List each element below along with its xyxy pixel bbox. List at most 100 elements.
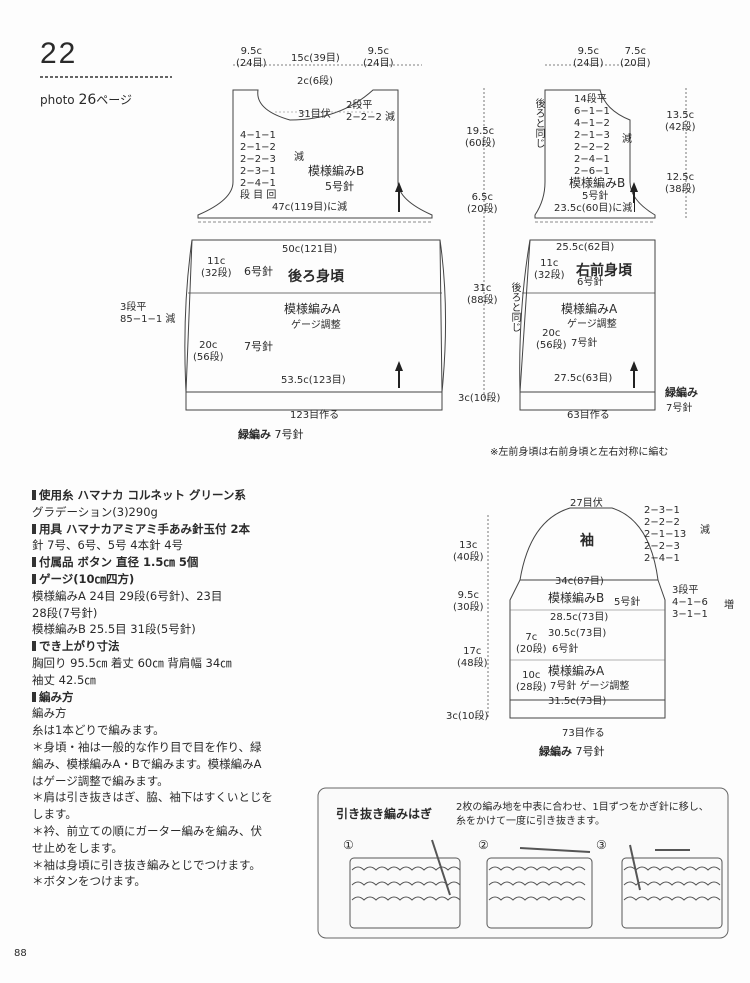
front-top-left: 9.5c (24目) xyxy=(573,46,604,70)
cap-row: 2−2−2 xyxy=(644,517,680,528)
back-neck-dec-line: 2−2−2 減 xyxy=(346,112,396,123)
front-body-bottom: 27.5c(63目) xyxy=(554,373,613,384)
back-ribbing: 緑編み 7号針 xyxy=(238,428,304,441)
dim-yoke-rows: (60段) xyxy=(465,138,496,149)
sleeve-cap-len-cm: 13c xyxy=(459,540,478,551)
front-right-top: 13.5c (42段) xyxy=(665,110,696,134)
back-lower-len: 20c (56段) xyxy=(193,340,224,364)
back-upper-len-cm: 11c xyxy=(207,256,226,267)
instruction-line: 編み方 xyxy=(32,706,67,721)
back-ribbing-needle: 7号針 xyxy=(274,428,304,441)
neck-row: 2−4−1 xyxy=(574,154,610,165)
neck-row: 2−2−2 xyxy=(574,142,610,153)
armhole-row: 2−1−2 xyxy=(240,142,276,153)
instruction-heading: 使用糸 ハマナカ コルネット グリーン系 xyxy=(32,487,297,504)
front-ribbing: 緑編み xyxy=(665,386,698,399)
back-top-right: 9.5c (24目) xyxy=(363,46,394,70)
front-top-left-cm: 9.5c xyxy=(577,46,599,57)
sleeve-width: 34c(87目) xyxy=(555,576,604,587)
back-top-left-st: (24目) xyxy=(236,58,267,69)
sleeve-title: 袖 xyxy=(580,533,594,549)
front-right-mid-cm: 12.5c xyxy=(666,172,695,183)
back-top-left: 9.5c (24目) xyxy=(236,46,267,70)
photo-label: photo xyxy=(40,93,75,107)
back-body-bottom: 53.5c(123目) xyxy=(281,375,346,386)
instruction-line: 袖丈 42.5㎝ xyxy=(32,672,96,687)
instruction-line: はゲージ調整で編みます。 xyxy=(32,773,169,788)
instruction-line: 模様編みB 25.5目 31段(5号針) xyxy=(32,622,196,637)
page-number: 88 xyxy=(14,948,27,959)
back-title: 後ろ身頃 xyxy=(288,269,344,285)
side-dec-line: 85−1−1 減 xyxy=(120,314,176,325)
back-top-right-st: (24目) xyxy=(363,58,394,69)
sleeve-mid-len: 7c (20段) xyxy=(516,632,547,656)
pattern-number: 22 xyxy=(40,37,78,70)
armhole-row: 段 目 回 xyxy=(240,190,277,201)
back-armhole-dec-mark: 減 xyxy=(294,152,304,163)
front-upper-len: 11c (32段) xyxy=(534,258,565,282)
front-yoke-bottom: 23.5c(60目)に減 xyxy=(552,203,635,215)
instruction-line: ＊袖は身頃に引き抜き編みとじでつけます。 xyxy=(32,857,261,872)
front-neck-dec-mark: 減 xyxy=(622,134,632,145)
back-lower-len-rows: (56段) xyxy=(193,352,224,363)
front-neck-table: 14段平 6−1−1 4−1−2 2−1−3 2−2−2 2−4−1 2−6−1 xyxy=(574,94,610,178)
sleeve-upper-len-cm: 9.5c xyxy=(457,590,479,601)
sleeve-cap-dec-mark: 減 xyxy=(700,525,710,536)
front-upper-needle: 6号針 xyxy=(577,277,604,288)
sleeve-pattern-b: 模様編みB xyxy=(548,591,605,605)
armhole-row: 2−4−1 xyxy=(240,178,276,189)
sleeve-body-len-cm: 17c xyxy=(463,646,482,657)
back-lower-len-cm: 20c xyxy=(199,340,218,351)
back-top-left-cm: 9.5c xyxy=(240,46,262,57)
sleeve-w3: 31.5c(73目) xyxy=(548,696,607,707)
instruction-line: せ止めをします。 xyxy=(32,840,123,855)
instruction-heading: 付属品 ボタン 直径 1.5㎝ 5個 xyxy=(32,554,297,571)
back-top-right-cm: 9.5c xyxy=(367,46,389,57)
inc-row: 3−1−1 xyxy=(672,609,708,620)
front-lower-len: 20c (56段) xyxy=(536,328,567,352)
neck-row: 2−6−1 xyxy=(574,166,610,177)
instruction-line: ＊ボタンをつけます。 xyxy=(32,874,146,889)
cap-row: 2−1−13 xyxy=(644,529,687,540)
photo-suffix: ページ xyxy=(96,93,133,107)
sleeve-needle-a: 7号針 xyxy=(550,681,577,692)
instruction-line: ＊身頃・袖は一般的な作り目で目を作り、緑 xyxy=(32,739,262,754)
front-top-left-st: (24目) xyxy=(573,58,604,69)
instruction-line: 胸回り 95.5㎝ 着丈 60㎝ 背肩幅 34㎝ xyxy=(32,655,232,670)
sleeve-body-len-rows: (48段) xyxy=(457,658,488,669)
instruction-line: 編み、模様編みA・Bで編みます。模様編みA xyxy=(32,756,262,771)
sleeve-mid-len-rows: (20段) xyxy=(516,644,547,655)
front-right-mid-rows: (38段) xyxy=(665,184,696,195)
sleeve-upper-len: 9.5c (30段) xyxy=(453,590,484,614)
sleeve-mid-len-cm: 7c xyxy=(525,632,538,643)
front-note: ※左前身頃は右前身頃と左右対称に編む xyxy=(490,447,669,458)
sleeve-needle-a-gauge: 7号針 ゲージ調整 xyxy=(550,681,629,693)
dim-yoke-cm: 19.5c xyxy=(466,126,495,137)
technique-desc-1: 2枚の編み地を中表に合わせ、1目ずつをかぎ針に移し、 xyxy=(456,802,709,813)
dim-body: 31c (88段) xyxy=(467,283,498,307)
front-upper-len-rows: (32段) xyxy=(534,270,565,281)
instruction-line: ＊肩は引き抜きはぎ、脇、袖下はすくいとじを xyxy=(32,790,273,805)
back-neck-dec: 2段平 2−2−2 減 xyxy=(346,100,395,124)
front-yoke-pattern: 模様編みB xyxy=(569,176,626,190)
back-upper-needle: 6号針 xyxy=(244,265,273,278)
instruction-heading: 編み方 xyxy=(32,689,297,706)
sleeve-lower-len-rows: (28段) xyxy=(516,682,547,693)
back-yoke-bottom: 47c(119目)に減 xyxy=(270,202,350,214)
neck-row: 2−1−3 xyxy=(574,130,610,141)
front-right-top-rows: (42段) xyxy=(665,122,696,133)
back-neck-dec-line: 2段平 xyxy=(346,100,373,111)
sleeve-needle-mid: 6号針 xyxy=(552,644,579,655)
sleeve-body-len: 17c (48段) xyxy=(457,646,488,670)
dim-rib: 3c(10段) xyxy=(458,393,501,404)
sleeve-pattern-a: 模様編みA xyxy=(548,664,605,678)
cap-row: 2−2−3 xyxy=(644,541,680,552)
inc-row: 4−1−6 xyxy=(672,597,708,608)
armhole-row: 2−2−3 xyxy=(240,154,276,165)
front-gauge-adjust: ゲージ調整 xyxy=(567,319,617,330)
front-top-right-st: (20目) xyxy=(620,58,651,69)
instruction-line: 針 7号、6号、5号 4本針 4号 xyxy=(32,538,184,553)
technique-step-2: ② xyxy=(478,838,489,852)
